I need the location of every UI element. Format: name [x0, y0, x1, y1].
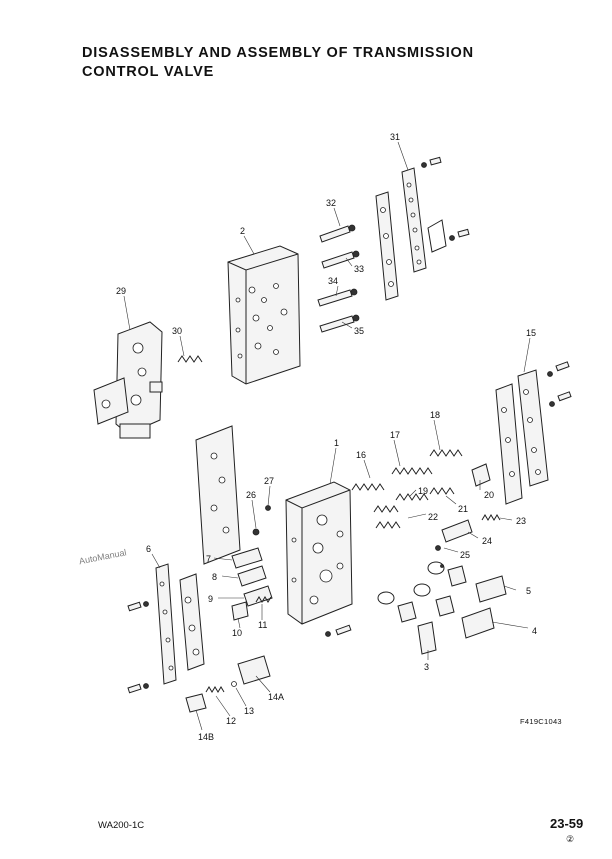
spools-20-24 — [435, 463, 491, 551]
callout-5: 5 — [526, 586, 531, 596]
fittings-3-4-5 — [377, 561, 507, 655]
callout-11: 11 — [258, 620, 267, 630]
plugs-32-35 — [317, 224, 360, 333]
callout-31: 31 — [390, 132, 400, 142]
callout-8: 8 — [212, 572, 217, 582]
callout-19: 19 — [418, 486, 428, 496]
page-title: DISASSEMBLY AND ASSEMBLY OF TRANSMISSION… — [82, 44, 552, 82]
callout-3: 3 — [424, 662, 429, 672]
callout-7: 7 — [206, 554, 211, 564]
part-31-cover-strip — [401, 167, 427, 273]
separator-plate-upper — [375, 191, 399, 301]
watermark-text: AutoManual — [78, 547, 127, 566]
callout-33: 33 — [354, 264, 364, 274]
callout-25: 25 — [460, 550, 470, 560]
page-number: 23-59 — [550, 816, 584, 831]
callout-1: 1 — [334, 438, 339, 448]
revision-mark: ② — [566, 834, 575, 844]
part-2-upper-valve-body — [227, 245, 301, 385]
callout-14b: 14B — [198, 732, 214, 742]
small-parts-7-14 — [185, 505, 444, 713]
callout-32: 32 — [326, 198, 336, 208]
callout-2: 2 — [240, 226, 245, 236]
callout-9: 9 — [208, 594, 213, 604]
callout-16: 16 — [356, 450, 366, 460]
callout-18: 18 — [430, 410, 440, 420]
model-code: WA200-1C — [98, 820, 145, 831]
callout-12: 12 — [226, 716, 236, 726]
separator-plate-lower-left — [179, 573, 205, 671]
part-1-main-valve-body — [285, 481, 353, 625]
part-6-cover-strip — [155, 563, 177, 685]
part-15-cover-plate — [517, 369, 549, 487]
callout-labels: 31 2 32 33 34 35 29 30 15 1 16 17 18 19 … — [116, 132, 537, 742]
callout-30: 30 — [172, 326, 182, 336]
callout-15: 15 — [526, 328, 536, 338]
callout-6: 6 — [146, 544, 151, 554]
leader-lines — [123, 141, 531, 731]
callout-23: 23 — [516, 516, 526, 526]
callout-27: 27 — [264, 476, 274, 486]
figure-code: F419C1043 — [520, 717, 562, 726]
separator-plate-right — [495, 383, 523, 505]
callout-20: 20 — [484, 490, 494, 500]
callout-34: 34 — [328, 276, 338, 286]
callout-35: 35 — [354, 326, 364, 336]
springs-16-23 — [351, 449, 501, 529]
callout-17: 17 — [390, 430, 400, 440]
title-line-1: DISASSEMBLY AND ASSEMBLY OF TRANSMISSION — [82, 45, 474, 61]
callout-24: 24 — [482, 536, 492, 546]
callout-10: 10 — [232, 628, 242, 638]
bolt-set-right — [547, 361, 572, 407]
callout-14a: 14A — [268, 692, 284, 702]
callout-4: 4 — [532, 626, 537, 636]
callout-29: 29 — [116, 286, 126, 296]
title-line-2: CONTROL VALVE — [82, 64, 215, 80]
bolt-set-top-right — [421, 156, 470, 253]
part-29-solenoid-valve — [93, 321, 163, 439]
callout-13: 13 — [244, 706, 254, 716]
callout-21: 21 — [458, 504, 468, 514]
callout-26: 26 — [246, 490, 256, 500]
part-30-spring — [177, 355, 203, 363]
bolt-set-left — [127, 601, 149, 694]
separator-plate-left — [195, 425, 241, 565]
callout-22: 22 — [428, 512, 438, 522]
